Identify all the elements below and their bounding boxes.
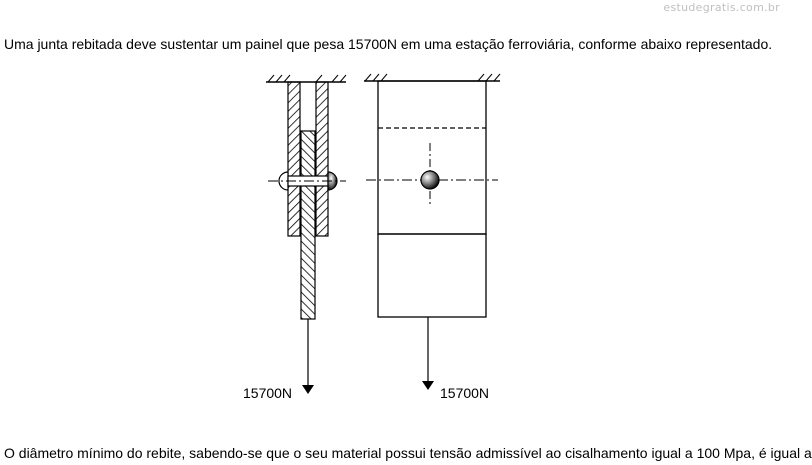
front-view-load-arrow xyxy=(422,317,434,390)
side-view-load-label: 15700N xyxy=(243,385,292,401)
front-view-support xyxy=(364,73,501,82)
riveted-joint-figure: 15700N 15700N xyxy=(243,73,501,401)
right-outer-plate xyxy=(315,81,329,237)
front-view-plate xyxy=(377,80,487,235)
side-view-load-arrow xyxy=(302,319,314,394)
inner-panel-plate xyxy=(300,130,316,320)
side-view: 15700N xyxy=(243,74,347,401)
problem-question: O diâmetro mínimo do rebite, sabendo-se … xyxy=(4,445,812,461)
front-view-load-label: 15700N xyxy=(440,385,489,401)
site-watermark: estudegratis.com.br xyxy=(663,1,780,14)
front-view-rivet xyxy=(420,170,440,190)
left-outer-plate xyxy=(287,81,301,237)
front-view: 15700N xyxy=(364,73,501,401)
side-view-support xyxy=(266,74,347,83)
problem-statement: Uma junta rebitada deve sustentar um pai… xyxy=(4,36,773,52)
front-view-panel xyxy=(377,233,487,318)
